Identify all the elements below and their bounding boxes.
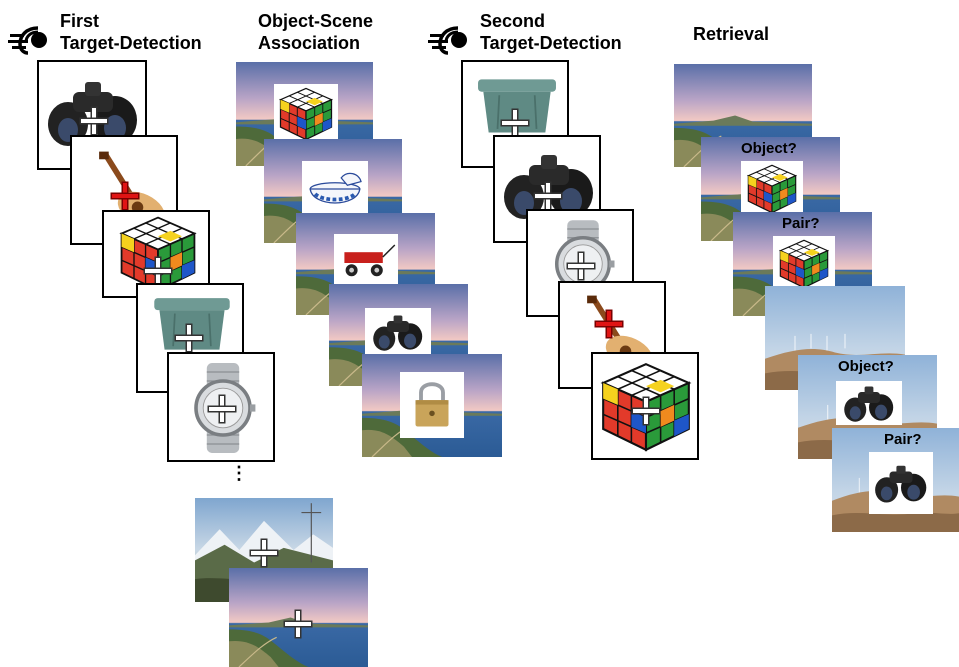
bowl-image (304, 163, 366, 215)
retrieval-card-desert-pair: Pair? (832, 428, 959, 532)
header-retrieval: Retrieval (693, 23, 769, 45)
object-patch (400, 372, 464, 438)
fixation-cross (535, 183, 561, 209)
rubiks-cube-image (745, 163, 799, 215)
scene-card-mountain (195, 498, 333, 602)
fixation-cross (251, 540, 277, 566)
fixation-cross (209, 396, 235, 422)
retrieval-card-desert-object: Object? (798, 355, 937, 459)
object-patch (302, 161, 368, 217)
padlock-image (410, 376, 454, 432)
stimulus-card-watch (167, 352, 275, 462)
header-second-line1: Second (480, 11, 546, 31)
continuation-ellipsis: ⋮ (230, 463, 248, 483)
object-patch (741, 161, 803, 217)
binoculars-image (839, 381, 899, 425)
fixation-cross (568, 253, 594, 279)
header-second-line2: Target-Detection (480, 33, 622, 53)
fixation-cross (145, 258, 171, 284)
object-patch (365, 308, 431, 356)
fixation-cross (285, 611, 311, 637)
association-card-padlock (362, 354, 502, 457)
object-prompt: Object? (838, 358, 894, 375)
stimulus-card-cube (591, 352, 699, 460)
target-cross-red (596, 311, 622, 337)
fixation-cross (633, 398, 659, 424)
object-patch (773, 236, 835, 292)
object-patch (869, 452, 933, 514)
header-first-line1: First (60, 11, 100, 31)
scene-card-coast (229, 568, 368, 667)
object-patch (836, 381, 902, 425)
association-card-bowl (264, 139, 402, 243)
fixation-cross (176, 325, 202, 351)
header-assoc-line2: Association (258, 33, 361, 53)
header-object-scene-association: Object-Scene Association (258, 10, 373, 54)
header-retrieval-line1: Retrieval (693, 24, 770, 44)
header-assoc-line1: Object-Scene (258, 11, 374, 31)
rubiks-cube-image (278, 86, 334, 142)
binoculars-image (872, 460, 930, 506)
fixation-cross (502, 110, 528, 136)
hearing-icon (8, 22, 62, 56)
binoculars-image (368, 310, 428, 354)
association-card-wagon (296, 213, 435, 315)
target-cross-red (112, 183, 138, 209)
retrieval-card-object: Object? (701, 137, 840, 241)
header-first-target-detection: First Target-Detection (60, 10, 202, 54)
association-card-binoculars (329, 284, 468, 386)
association-card-cube (236, 62, 373, 166)
fixation-cross (81, 108, 107, 134)
object-patch (334, 234, 398, 286)
header-second-target-detection: Second Target-Detection (480, 10, 622, 54)
rubiks-cube-image (777, 238, 831, 290)
header-first-line2: Target-Detection (60, 33, 202, 53)
hearing-icon (428, 22, 482, 56)
pair-prompt: Pair? (884, 431, 922, 448)
object-prompt: Object? (741, 140, 797, 157)
pair-prompt: Pair? (782, 215, 820, 232)
object-patch (274, 84, 338, 144)
retrieval-card-pair: Pair? (733, 212, 872, 316)
wagon-image (336, 238, 396, 282)
